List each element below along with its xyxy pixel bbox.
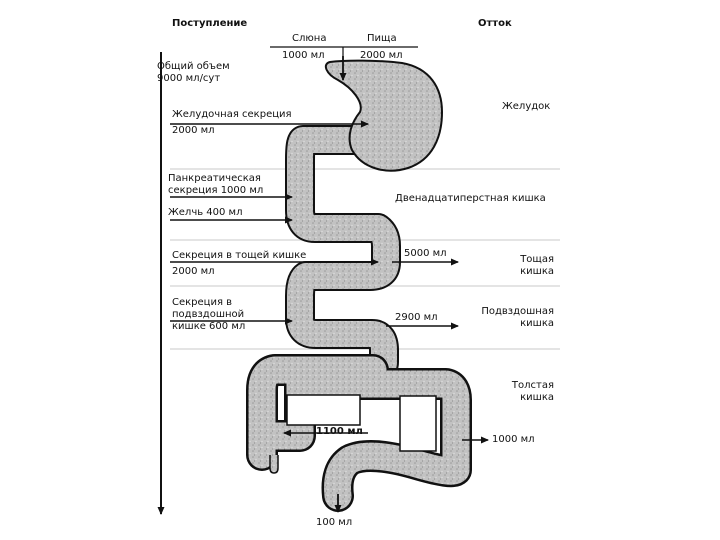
total-volume-line1: Общий объем: [157, 61, 230, 72]
saliva-label: Слюна: [292, 33, 327, 44]
ileum-outflow-value: 2900 мл: [395, 312, 438, 323]
small-intestine: [285, 125, 410, 385]
total-volume-line2: 9000 мл/сут: [157, 73, 221, 84]
ileal-secretion-line2: подвздошной: [172, 309, 245, 320]
jejunum-outflow-value: 5000 мл: [404, 248, 447, 259]
bile-label: Желчь 400 мл: [168, 207, 243, 218]
jejunal-secretion-line2: 2000 мл: [172, 266, 215, 277]
organ-ileum-line2: кишка: [520, 318, 554, 329]
pancreatic-secretion-line1: Панкреатическая: [168, 173, 261, 184]
colon-internal-outflow-value: 1100 мл: [316, 426, 363, 437]
flow-arrows: [170, 56, 489, 513]
organ-ileum-line1: Подвздошная: [481, 306, 554, 317]
colon-right-window: [399, 395, 437, 452]
outflow-header: Отток: [478, 18, 512, 29]
stomach-shape: [324, 59, 444, 172]
inflow-header: Поступление: [172, 18, 248, 29]
organ-colon-line2: кишка: [520, 392, 554, 403]
colon-outflow-value: 1000 мл: [492, 434, 535, 445]
food-value: 2000 мл: [360, 50, 403, 61]
organ-jejunum-line1: Тощая: [520, 254, 554, 265]
small-intestine-lumen: [287, 127, 408, 383]
ileal-secretion-line1: Секреция в: [172, 297, 233, 308]
organ-duodenum: Двенадцатиперстная кишка: [395, 193, 546, 204]
organ-jejunum-line2: кишка: [520, 266, 554, 277]
pancreatic-secretion-line2: секреция 1000 мл: [168, 185, 264, 196]
saliva-value: 1000 мл: [282, 50, 325, 61]
gastric-secretion-line1: Желудочная секреция: [172, 109, 292, 120]
jejunal-secretion-line1: Секреция в тощей кишке: [172, 250, 307, 261]
appendix: [269, 455, 279, 474]
gastric-secretion-line2: 2000 мл: [172, 125, 215, 136]
organ-colon-line1: Толстая: [511, 380, 554, 391]
feces-outflow-value: 100 мл: [316, 517, 353, 528]
food-label: Пища: [367, 33, 397, 44]
ileal-secretion-line3: кишке 600 мл: [172, 321, 246, 332]
organ-stomach: Желудок: [502, 101, 551, 112]
colon-inner-window: [286, 394, 361, 426]
